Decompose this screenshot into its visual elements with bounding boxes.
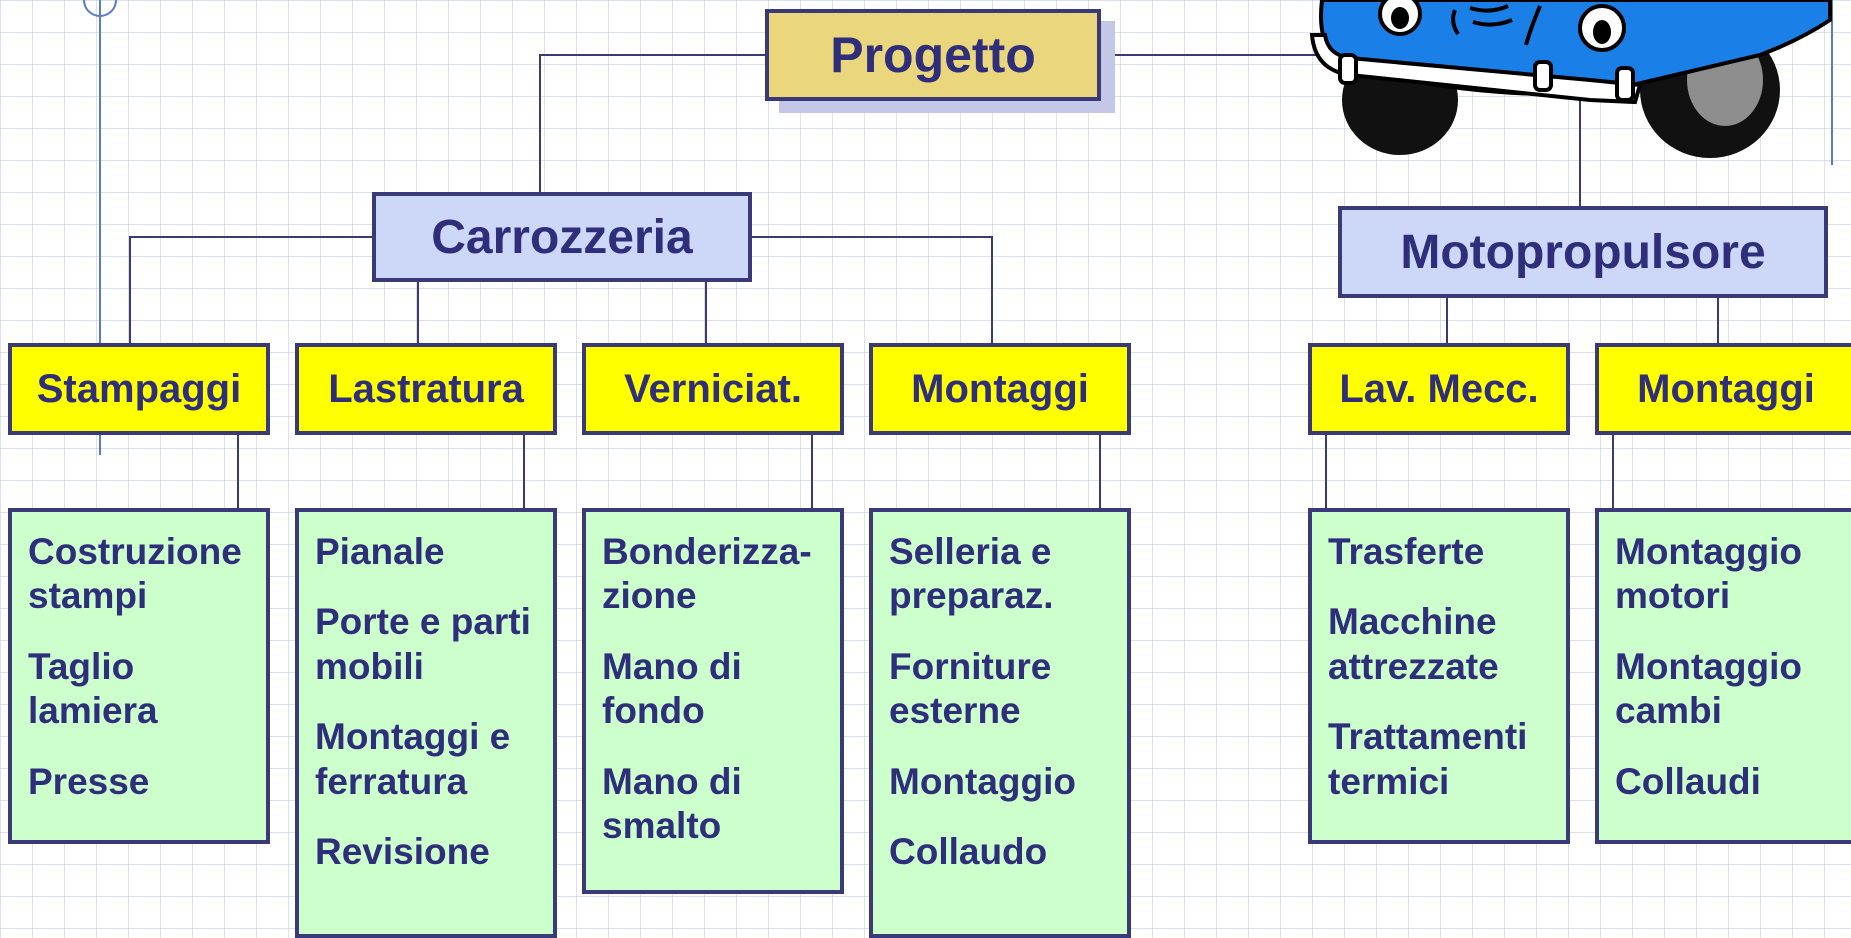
- node-carrozzeria: Carrozzeria: [372, 192, 752, 282]
- leaf-lav-mecc: Trasferte Macchine attrezzate Trattament…: [1308, 508, 1570, 844]
- node-lav-mecc: Lav. Mecc.: [1308, 343, 1570, 435]
- leaf-item: Taglio lamiera: [28, 645, 158, 732]
- leaf-item: Mano di fondo: [602, 645, 742, 732]
- node-label: Motopropulsore: [1400, 225, 1766, 279]
- node-label: Carrozzeria: [431, 210, 693, 264]
- node-label: Montaggi: [911, 366, 1089, 411]
- leaf-item: Revisione: [315, 830, 490, 872]
- node-label: Montaggi: [1637, 366, 1815, 411]
- leaf-item: Costruzione stampi: [28, 531, 242, 617]
- leaf-item: Presse: [28, 760, 150, 802]
- leaf-verniciatura: Bonderizza-zione Mano di fondo Mano di s…: [582, 508, 844, 894]
- leaf-montaggi-carrozzeria: Selleria e preparaz. Forniture esterne M…: [869, 508, 1131, 938]
- node-stampaggi: Stampaggi: [8, 343, 270, 435]
- leaf-item: Pianale: [315, 531, 445, 572]
- leaf-lastratura: Pianale Porte e parti mobili Montaggi e …: [295, 508, 557, 938]
- leaf-item: Montaggi e ferratura: [315, 716, 511, 802]
- leaf-item: Macchine attrezzate: [1328, 601, 1499, 687]
- leaf-item: Bonderizza-zione: [602, 531, 812, 617]
- car-icon: [1309, 0, 1832, 158]
- node-label: Progetto: [830, 27, 1036, 83]
- node-label: Verniciat.: [624, 366, 802, 411]
- leaf-item: Collaudi: [1615, 760, 1761, 802]
- node-label: Lastratura: [328, 366, 524, 411]
- node-label: Lav. Mecc.: [1339, 366, 1539, 411]
- node-label: Stampaggi: [36, 366, 242, 411]
- leaf-item: Forniture esterne: [889, 645, 1052, 732]
- leaf-item: Porte e parti mobili: [315, 601, 531, 687]
- leaf-item: Mano di smalto: [602, 760, 742, 846]
- leaf-item: Collaudo: [889, 830, 1048, 872]
- leaf-item: Montaggio cambi: [1615, 645, 1803, 732]
- leaf-item: Montaggio: [889, 760, 1077, 802]
- leaf-item: Selleria e preparaz.: [889, 531, 1054, 617]
- node-lastratura: Lastratura: [295, 343, 557, 435]
- leaf-montaggi-motopropulsore: Montaggio motori Montaggio cambi Collaud…: [1595, 508, 1851, 844]
- leaf-item: Montaggio motori: [1615, 531, 1803, 617]
- node-montaggi-motopropulsore: Montaggi: [1595, 343, 1851, 435]
- node-progetto: Progetto: [765, 9, 1101, 101]
- node-motopropulsore: Motopropulsore: [1338, 206, 1828, 298]
- node-verniciatura: Verniciat.: [582, 343, 844, 435]
- leaf-item: Trattamenti termici: [1328, 716, 1528, 802]
- leaf-item: Trasferte: [1328, 531, 1485, 572]
- leaf-stampaggi: Costruzione stampi Taglio lamiera Presse: [8, 508, 270, 844]
- node-montaggi-carrozzeria: Montaggi: [869, 343, 1131, 435]
